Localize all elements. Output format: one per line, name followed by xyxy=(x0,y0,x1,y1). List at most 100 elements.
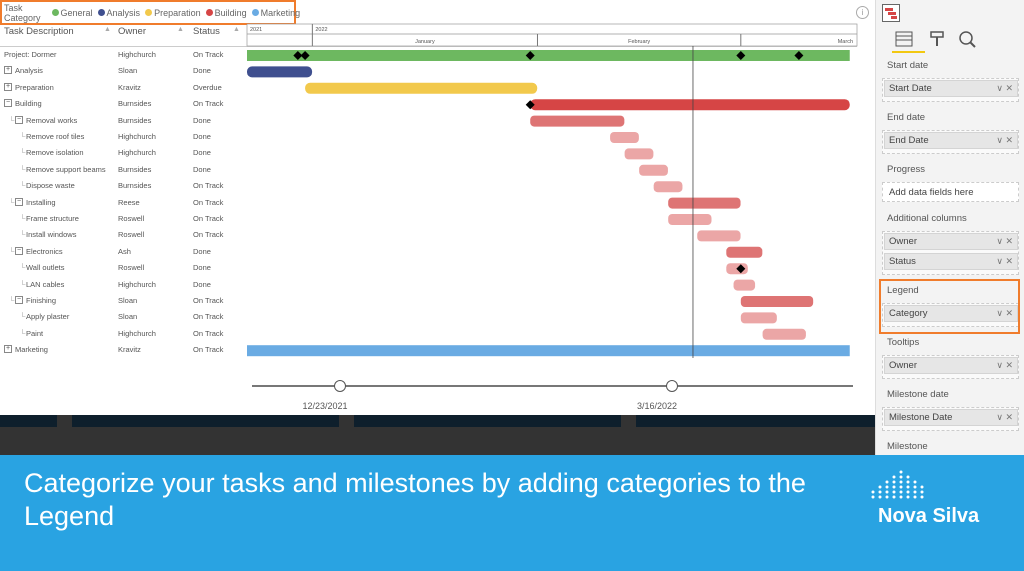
logo-dot xyxy=(892,485,896,489)
legend-item[interactable]: Marketing xyxy=(251,8,300,18)
field-pill[interactable]: Start Date ∨ ✕ xyxy=(884,80,1018,97)
chevron-down-remove-icons[interactable]: ∨ ✕ xyxy=(996,360,1013,370)
chevron-down-remove-icons[interactable]: ∨ ✕ xyxy=(996,256,1013,266)
gantt-visual-icon[interactable] xyxy=(882,4,900,22)
legend-label: Building xyxy=(214,7,247,18)
milestone-diamond xyxy=(300,51,310,60)
chevron-down-remove-icons[interactable]: ∨ ✕ xyxy=(996,135,1013,145)
page-tabs-bar xyxy=(0,415,875,455)
task-name: Project: Dormer xyxy=(4,50,57,59)
legend-item[interactable]: Analysis xyxy=(97,8,140,18)
header-status[interactable]: Status xyxy=(193,26,220,37)
expand-icon[interactable]: + xyxy=(4,82,12,91)
field-pill[interactable]: Milestone Date∨ ✕ xyxy=(884,409,1018,426)
task-name: Frame structure xyxy=(26,214,79,223)
expand-icon[interactable]: + xyxy=(4,66,12,75)
analytics-magnifier-icon[interactable] xyxy=(958,30,978,50)
info-icon[interactable]: i xyxy=(856,6,869,19)
slider-handle[interactable] xyxy=(666,380,678,392)
field-pill[interactable]: Status∨ ✕ xyxy=(884,253,1018,270)
status-cell: Done xyxy=(193,164,211,174)
logo-dot xyxy=(906,475,910,479)
legend-item[interactable]: Building xyxy=(205,7,247,18)
format-paint-roller-icon[interactable] xyxy=(928,30,946,48)
fields-tab-icon[interactable] xyxy=(894,30,914,48)
collapse-icon[interactable]: − xyxy=(15,115,23,124)
field-pill[interactable]: End Date∨ ✕ xyxy=(884,132,1018,149)
task-name: Dispose waste xyxy=(26,181,75,191)
milestone-diamond xyxy=(525,100,535,110)
caption-banner: Categorize your tasks and milestones by … xyxy=(0,455,1024,571)
field-name: Category xyxy=(889,308,928,319)
task-bar xyxy=(740,296,814,307)
task-name: Removal works xyxy=(26,115,78,125)
status-cell: On Track xyxy=(193,345,224,355)
logo-dot xyxy=(885,480,889,484)
chevron-down-remove-icons[interactable]: ∨ ✕ xyxy=(996,308,1013,318)
status-cell: On Track xyxy=(193,99,224,109)
legend-item[interactable]: Preparation xyxy=(145,8,201,18)
collapse-icon[interactable]: − xyxy=(4,99,12,108)
active-tab-indicator xyxy=(892,51,925,53)
well-label: End date xyxy=(887,112,926,123)
task-name: Analysis xyxy=(15,66,43,76)
status-cell: Overdue xyxy=(193,82,222,92)
task-name: Wall outlets xyxy=(26,263,65,273)
add-fields-well[interactable]: Add data fields here xyxy=(882,182,1019,202)
task-bar xyxy=(668,214,712,225)
chevron-down-remove-icons[interactable]: ∨ ✕ xyxy=(996,83,1013,93)
well-label: Milestone date xyxy=(887,389,949,400)
owner-cell: Sloan xyxy=(118,312,138,322)
logo-dot xyxy=(892,495,896,499)
well-label: Progress xyxy=(887,164,926,175)
status-cell: On Track xyxy=(193,230,224,240)
field-pill[interactable]: Category ∨ ✕ xyxy=(884,305,1018,322)
expand-icon[interactable]: + xyxy=(4,345,12,354)
header-task[interactable]: Task Description xyxy=(4,26,74,37)
legend-item[interactable]: General xyxy=(51,8,93,18)
logo-dot xyxy=(920,490,924,494)
field-name: Start Date xyxy=(889,83,932,94)
milestone-diamond xyxy=(293,51,303,60)
logo-dot xyxy=(913,495,917,499)
owner-cell: Highchurch xyxy=(118,279,156,289)
field-pill[interactable]: Owner∨ ✕ xyxy=(884,233,1018,250)
status-cell: On Track xyxy=(193,181,224,191)
task-name: Finishing xyxy=(26,296,57,305)
logo-dot xyxy=(906,495,910,499)
chevron-down-remove-icons[interactable]: ∨ ✕ xyxy=(996,236,1013,246)
legend-well-highlight xyxy=(879,279,1020,334)
collapse-icon[interactable]: − xyxy=(15,197,23,206)
field-pill[interactable]: Owner∨ ✕ xyxy=(884,357,1018,374)
chevron-down-remove-icons[interactable]: ∨ ✕ xyxy=(996,412,1013,422)
header-owner[interactable]: Owner xyxy=(118,26,146,37)
logo-dot xyxy=(871,490,875,494)
collapse-icon[interactable]: − xyxy=(15,246,23,255)
task-bar xyxy=(733,279,756,291)
collapse-icon[interactable]: − xyxy=(15,296,23,304)
brand-name: Nova Silva xyxy=(878,505,980,527)
milestone-diamond xyxy=(736,264,746,274)
slider-handle[interactable] xyxy=(334,380,346,392)
logo-dot xyxy=(899,470,903,474)
